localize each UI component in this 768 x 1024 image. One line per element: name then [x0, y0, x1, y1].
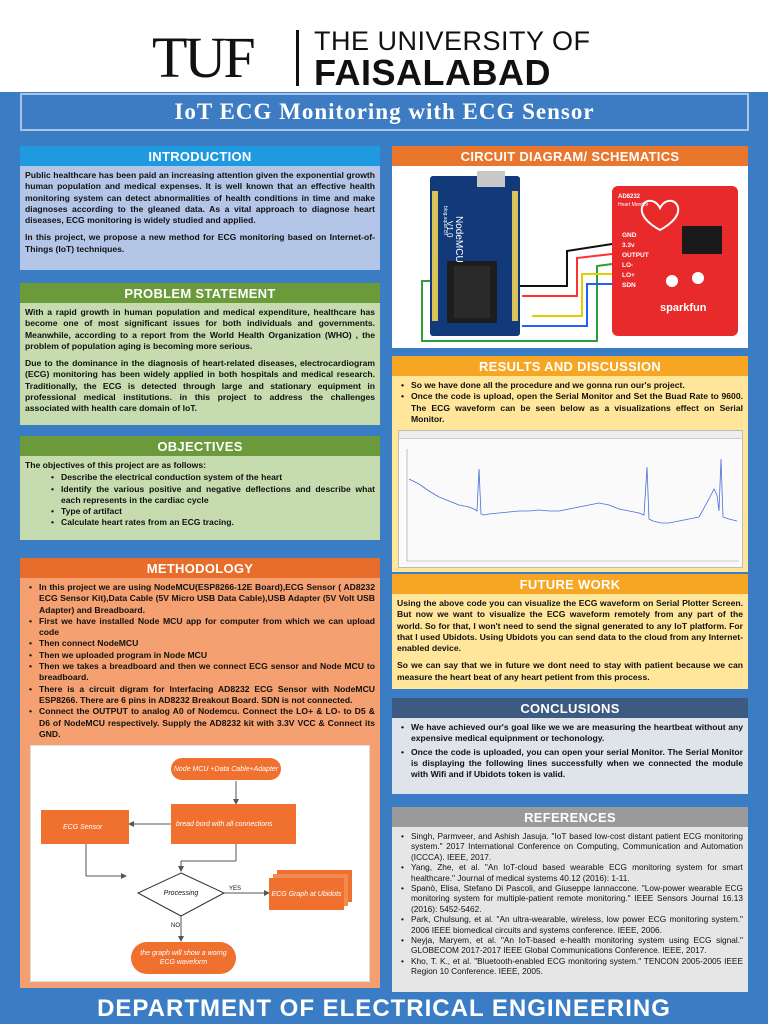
nodemcu-side-text: blog.squix.ch	[442, 206, 448, 236]
circuit-diagram-heading: CIRCUIT DIAGRAM/ SCHEMATICS	[392, 146, 748, 166]
ad8232-board	[612, 186, 738, 336]
list-item: Singh, Parmveer, and Ashish Jasuja. "IoT…	[397, 831, 743, 862]
heart-icon	[640, 199, 680, 232]
references-list: Singh, Parmveer, and Ashish Jasuja. "IoT…	[397, 831, 743, 977]
problem-statement-heading: PROBLEM STATEMENT	[20, 283, 380, 303]
future-paragraph-2: So we can say that we in future we dont …	[397, 660, 743, 682]
list-item: Yang, Zhe, et al. "An IoT-cloud based we…	[397, 862, 743, 883]
serial-plotter-screenshot	[398, 430, 743, 568]
future-paragraph-1: Using the above code you can visualize t…	[397, 598, 743, 654]
list-item: Type of artifact	[47, 506, 375, 518]
list-item: Identify the various positive and negati…	[47, 484, 375, 507]
objectives-intro: The objectives of this project are as fo…	[25, 460, 206, 470]
objectives-list: Describe the electrical conduction syste…	[25, 472, 375, 529]
list-item: Kho, T. K., et al. "Bluetooth-enabled EC…	[397, 956, 743, 977]
problem-paragraph-1: With a rapid growth in human population …	[25, 307, 375, 351]
flowchart-processing: Processing	[163, 889, 199, 897]
introduction-paragraph-1: Public healthcare has been paid an incre…	[25, 170, 375, 226]
methodology-flowchart: Node MCU +Data Cable+Adapter ECG Sensor …	[30, 745, 370, 982]
list-item: Park, Chulsung, et al. "An ultra-wearabl…	[397, 914, 743, 935]
circuit-wiring	[421, 171, 738, 342]
flowchart-no-label: NO	[171, 923, 180, 929]
pin-output: OUTPUT	[622, 252, 649, 259]
circuit-diagram: NodeMCU V1.0 blog.squix.ch AD8232 Heart …	[392, 166, 748, 348]
methodology-list: In this project we are using NodeMCU(ESP…	[25, 582, 375, 740]
problem-statement-body: With a rapid growth in human population …	[20, 303, 380, 425]
flowchart-connectors	[85, 781, 270, 942]
university-name-line2: FAISALABAD	[314, 52, 551, 93]
results-heading: RESULTS AND DISCUSSION	[392, 356, 748, 376]
conclusions-heading: CONCLUSIONS	[392, 698, 748, 718]
methodology-heading: METHODOLOGY	[20, 558, 380, 578]
nodemcu-label: NodeMCU	[453, 216, 464, 263]
objectives-heading: OBJECTIVES	[20, 436, 380, 456]
list-item: In this project we are using NodeMCU(ESP…	[25, 582, 375, 616]
flowchart-wrong-waveform: the graph will show a worng ECG waveform	[131, 942, 236, 974]
ecg-waveform	[406, 449, 739, 562]
list-item: Then we takes a breadboard and then we c…	[25, 661, 375, 684]
objectives-body: The objectives of this project are as fo…	[20, 456, 380, 540]
flowchart-ecg-graph: ECG Graph at Ubidots	[269, 878, 344, 910]
problem-paragraph-2: Due to the dominance in the diagnosis of…	[25, 358, 375, 414]
sparkfun-logo: sparkfun	[660, 302, 707, 314]
pin-gnd: GND	[622, 232, 637, 239]
conclusions-body: We have achieved our's goal like we we a…	[392, 718, 748, 794]
ad8232-title: AD8232	[618, 194, 641, 200]
flowchart-ecg-sensor: ECG Sensor	[41, 810, 129, 844]
pin-3v3: 3.3v	[622, 242, 635, 249]
university-name-line1: THE UNIVERSITY OF	[314, 26, 591, 56]
pin-sdn: SDN	[622, 282, 636, 289]
list-item: Neyja, Maryem, et al. "An IoT-based e-he…	[397, 935, 743, 956]
logo-divider	[296, 30, 299, 86]
decision-diamond	[136, 872, 226, 917]
pin-lo-plus: LO+	[622, 272, 635, 279]
conclusions-list: We have achieved our's goal like we we a…	[397, 722, 743, 780]
future-work-body: Using the above code you can visualize t…	[392, 594, 748, 689]
poster-title-bar: IoT ECG Monitoring with ECG Sensor	[20, 93, 749, 131]
references-body: Singh, Parmveer, and Ashish Jasuja. "IoT…	[392, 827, 748, 992]
list-item: There is a circuit digram for Interfacin…	[25, 684, 375, 707]
list-item: Then connect NodeMCU	[25, 638, 375, 650]
introduction-heading: INTRODUCTION	[20, 146, 380, 166]
ad8232-subtitle: Heart Monitor	[618, 202, 649, 208]
flowchart-breadboard: bread bord with all connections	[171, 804, 296, 844]
department-footer: DEPARTMENT OF ELECTRICAL ENGINEERING	[97, 995, 671, 1022]
list-item: We have achieved our's goal like we we a…	[397, 722, 743, 745]
flowchart-node-source: Node MCU +Data Cable+Adapter	[171, 758, 281, 780]
poster-title: IoT ECG Monitoring with ECG Sensor	[174, 99, 595, 124]
future-work-heading: FUTURE WORK	[392, 574, 748, 594]
list-item: So we have done all the procedure and we…	[397, 380, 743, 392]
list-item: Once the code is upload, open the Serial…	[397, 391, 743, 425]
introduction-body: Public healthcare has been paid an incre…	[20, 166, 380, 270]
results-list: So we have done all the procedure and we…	[397, 380, 743, 425]
plotter-titlebar	[399, 431, 742, 439]
list-item: Then we uploaded program in Node MCU	[25, 650, 375, 662]
header-banner	[0, 0, 768, 92]
university-logo: TUF	[152, 25, 256, 90]
introduction-paragraph-2: In this project, we propose a new method…	[25, 232, 375, 254]
flowchart-yes-label: YES	[229, 886, 242, 892]
list-item: First we have installed Node MCU app for…	[25, 616, 375, 639]
references-heading: REFERENCES	[392, 807, 748, 827]
list-item: Calculate heart rates from an ECG tracin…	[47, 517, 375, 529]
list-item: Once the code is uploaded, you can open …	[397, 747, 743, 781]
ad8232-pins: GND 3.3v OUTPUT LO- LO+ SDN	[622, 231, 649, 291]
list-item: Describe the electrical conduction syste…	[47, 472, 375, 484]
pin-lo-minus: LO-	[622, 262, 634, 269]
list-item: Connect the OUTPUT to analog A0 of Nodem…	[25, 706, 375, 740]
list-item: Spanò, Elisa, Stefano Di Pascoli, and Gi…	[397, 883, 743, 914]
